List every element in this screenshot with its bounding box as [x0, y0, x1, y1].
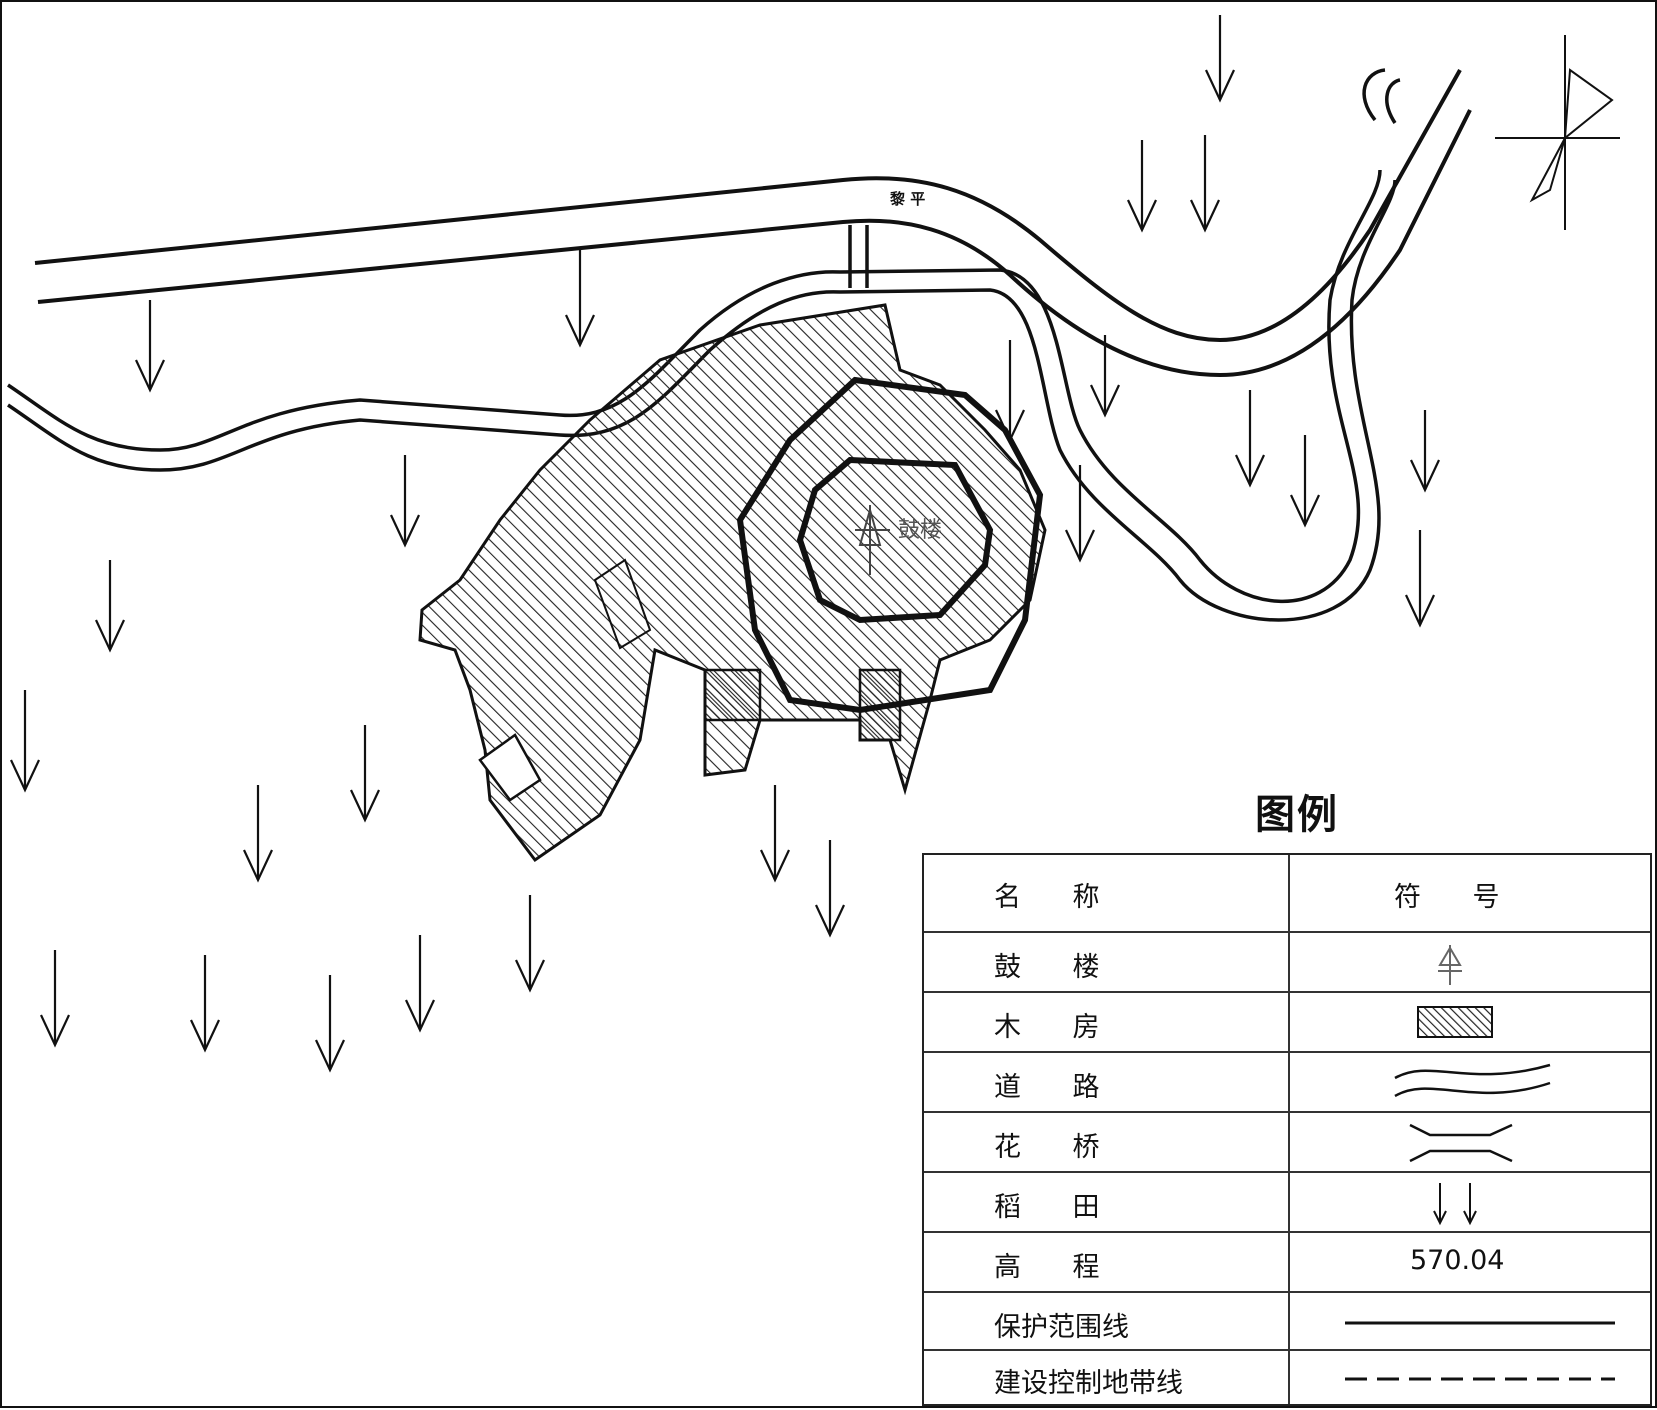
paddy-arrow-icon	[1065, 465, 1095, 563]
legend-row-bridge: 花 桥	[924, 1113, 1650, 1173]
legend-label-elevation: 高 程	[994, 1252, 1100, 1283]
paddy-arrow-icon	[390, 455, 420, 548]
paddy-arrow-icon	[1127, 140, 1157, 233]
dashed-line-icon	[1290, 1351, 1650, 1406]
legend-label-road: 道 路	[994, 1072, 1100, 1103]
legend-label-protection-line: 保护范围线	[994, 1312, 1129, 1343]
legend-label-control-line: 建设控制地带线	[994, 1368, 1183, 1399]
paddy-arrow-icon	[190, 955, 220, 1053]
road-main-north	[34, 69, 1472, 378]
bridge-icon	[1290, 1113, 1650, 1171]
drum-tower-icon	[1290, 933, 1650, 991]
legend-label-bridge: 花 桥	[994, 1132, 1100, 1163]
paddy-arrow-icon	[1235, 390, 1265, 488]
drum-tower-symbol	[855, 505, 890, 575]
paddy-arrow-icon	[815, 840, 845, 938]
paddy-arrow-icon	[1205, 15, 1235, 103]
paddy-arrow-icon	[515, 895, 545, 993]
paddy-arrow-icon	[10, 690, 40, 793]
paddy-arrow-icon	[1190, 135, 1220, 233]
legend-header-name: 名 称	[994, 882, 1100, 913]
legend-row-protection-line: 保护范围线	[924, 1293, 1650, 1351]
legend-title: 图例	[1255, 792, 1339, 838]
legend-label-wooden-house: 木 房	[994, 1012, 1100, 1043]
paddy-arrow-icon	[1405, 530, 1435, 628]
paddy-arrow-icon	[995, 340, 1025, 443]
legend-label-drum-tower: 鼓 楼	[994, 952, 1100, 983]
north-arrow-icon	[1495, 35, 1620, 230]
road-label: 黎 平	[890, 190, 925, 208]
legend-row-elevation: 高 程 570.04	[924, 1233, 1650, 1293]
legend-header-symbol: 符 号	[1394, 882, 1500, 913]
paddy-arrow-icon	[405, 935, 435, 1033]
double-line-road-icon	[1290, 1053, 1650, 1111]
paddy-arrow-icon	[315, 975, 345, 1073]
legend-row-road: 道 路	[924, 1053, 1650, 1113]
paddy-arrow-icon	[95, 560, 125, 653]
paddy-arrow-icon	[135, 300, 165, 393]
paddy-arrow-icon	[1290, 1173, 1650, 1231]
legend-row-drum-tower: 鼓 楼	[924, 933, 1650, 993]
elevation-value-cell: 570.04	[1290, 1233, 1650, 1291]
wooden-house-area	[418, 303, 1047, 863]
legend-column-divider	[1288, 855, 1290, 1404]
legend-label-paddy: 稻 田	[994, 1192, 1100, 1223]
paddy-arrow-icon	[1290, 435, 1320, 528]
solid-line-icon	[1290, 1293, 1650, 1349]
legend-row-paddy: 稻 田	[924, 1173, 1650, 1233]
legend-row-control-line: 建设控制地带线	[924, 1351, 1650, 1406]
elevation-value: 570.04	[1410, 1245, 1505, 1276]
drum-tower-label: 鼓楼	[898, 518, 942, 543]
paddy-arrow-icon	[243, 785, 273, 883]
paddy-arrow-icon	[1090, 335, 1120, 418]
legend-header-row: 名 称 符 号	[924, 855, 1650, 933]
paddy-arrow-icon	[565, 250, 595, 348]
hatched-box-icon	[1290, 993, 1650, 1051]
legend-row-wooden-house: 木 房	[924, 993, 1650, 1053]
legend-table: 名 称 符 号 鼓 楼 木 房 道 路 花 桥	[922, 853, 1652, 1406]
road-branch-south	[7, 68, 1401, 622]
paddy-arrow-icon	[1410, 410, 1440, 493]
paddy-arrow-icon	[760, 785, 790, 883]
protection-boundary	[736, 376, 1044, 714]
paddy-arrow-icon	[350, 725, 380, 823]
paddy-arrow-icon	[40, 950, 70, 1048]
paddy-field-arrows	[10, 15, 1440, 1073]
